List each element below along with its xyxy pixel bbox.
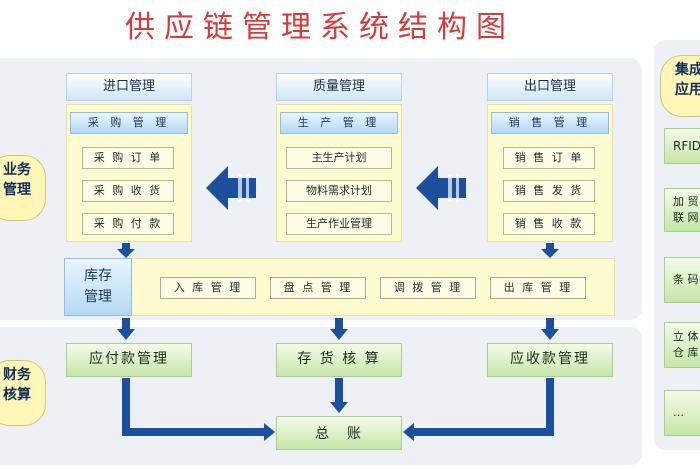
export-header: 出口管理 xyxy=(487,73,613,101)
finance-label-line2: 核算 xyxy=(3,387,31,403)
arrow-inventory-to-stock-icon xyxy=(330,318,348,340)
arrow-inventory-to-receivable-icon xyxy=(541,318,559,340)
export-subheader: 销 售 管 理 xyxy=(491,112,609,134)
finance-label-line1: 财务 xyxy=(3,367,31,383)
inventory-title-line2: 管理 xyxy=(84,289,112,305)
inventory-title: 库存 管理 xyxy=(64,258,132,316)
export-item-3: 销 售 收 款 xyxy=(503,213,595,235)
side-item-trade-network: 加 贸 联 网 xyxy=(664,188,700,232)
arrow-stock-to-ledger-icon xyxy=(330,378,348,413)
payable-box: 应付款管理 xyxy=(66,343,192,377)
quality-item-1: 主生产计划 xyxy=(286,147,392,169)
inventory-item-inbound: 入 库 管 理 xyxy=(160,277,256,299)
integration-label-line2: 应用 xyxy=(675,82,700,98)
quality-item-2: 物料需求计划 xyxy=(286,180,392,202)
arrow-payable-to-ledger-icon xyxy=(122,378,275,441)
side-item-rfid: RFID xyxy=(664,128,700,164)
arrow-quality-to-import-icon xyxy=(206,166,256,210)
import-item-3: 采 购 付 款 xyxy=(82,213,174,235)
finance-label: 财务 核算 xyxy=(0,360,46,426)
export-item-1: 销 售 订 单 xyxy=(503,147,595,169)
arrow-receivable-to-ledger-icon xyxy=(403,378,554,441)
export-item-2: 销 售 发 货 xyxy=(503,180,595,202)
side-item-barcode: 条 码 xyxy=(664,257,700,303)
arrow-inventory-to-payable-icon xyxy=(117,318,135,340)
receivable-box: 应收款管理 xyxy=(487,343,613,377)
inventory-item-outbound: 出 库 管 理 xyxy=(490,277,586,299)
integration-label-line1: 集成 xyxy=(675,62,700,78)
integration-label: 集成 应用 xyxy=(660,55,700,117)
import-item-1: 采 购 订 单 xyxy=(82,147,174,169)
ledger-box: 总 账 xyxy=(276,416,402,450)
side-item-more: … xyxy=(664,390,700,436)
business-label-line2: 管理 xyxy=(3,182,31,198)
import-subheader: 采 购 管 理 xyxy=(70,112,188,134)
arrow-inventory-to-export-icon xyxy=(541,243,559,258)
quality-subheader: 生 产 管 理 xyxy=(280,112,398,134)
import-header: 进口管理 xyxy=(66,73,192,101)
stock-accounting-box: 存 货 核 算 xyxy=(276,343,402,377)
business-label: 业务 管理 xyxy=(0,155,46,221)
arrow-import-to-inventory-icon xyxy=(117,243,135,258)
arrow-export-to-quality-icon xyxy=(416,166,466,210)
inventory-item-transfer: 调 拨 管 理 xyxy=(380,277,476,299)
inventory-item-stocktake: 盘 点 管 理 xyxy=(270,277,366,299)
business-label-line1: 业务 xyxy=(3,162,31,178)
diagram-title: 供应链管理系统结构图 xyxy=(125,10,515,45)
quality-header: 质量管理 xyxy=(276,73,402,101)
quality-item-3: 生产作业管理 xyxy=(286,213,392,235)
inventory-title-line1: 库存 xyxy=(84,268,112,284)
side-item-3d-warehouse: 立 体 仓 库 xyxy=(664,322,700,368)
import-item-2: 采 购 收 货 xyxy=(82,180,174,202)
